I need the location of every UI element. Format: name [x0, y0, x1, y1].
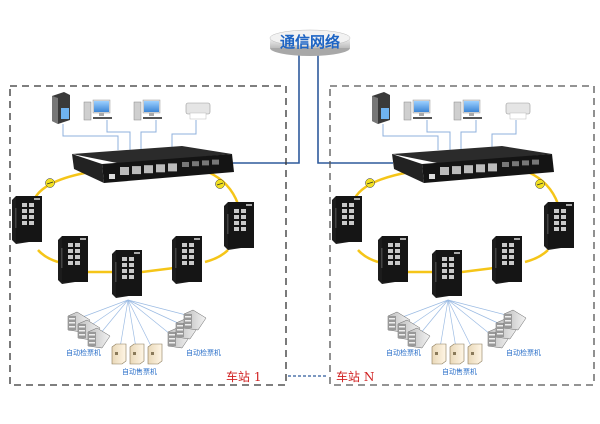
workstation-icon[interactable]	[453, 99, 482, 121]
lan-cables	[382, 120, 517, 150]
cloud-label: 通信网络	[280, 33, 340, 51]
station-n-label: 车站 N	[336, 369, 374, 384]
ticket-vending-machine-icon[interactable]	[467, 343, 483, 365]
server-icon[interactable]	[372, 92, 390, 124]
fiber-link-marker-icon	[535, 179, 545, 189]
ticket-vending-machine-icon[interactable]	[431, 343, 447, 365]
industrial-switch-icon[interactable]	[224, 202, 254, 250]
fiber-link-marker-icon	[215, 179, 225, 189]
ticket-gates-right-label: 自动检票机	[186, 348, 221, 357]
station-1-boundary	[9, 85, 287, 386]
uplink-station-n	[317, 52, 393, 164]
ticket-gates-right-label: 自动检票机	[506, 348, 541, 357]
lan-cables	[62, 120, 197, 150]
ticket-gates-left-label: 自动检票机	[66, 348, 101, 357]
industrial-switch-icon[interactable]	[544, 202, 574, 250]
ticket-gate-icon[interactable]	[87, 327, 111, 349]
ticket-vending-label: 自动售票机	[442, 367, 477, 376]
industrial-switch-icon[interactable]	[12, 196, 42, 244]
server-icon[interactable]	[52, 92, 70, 124]
industrial-switch-icon[interactable]	[112, 250, 142, 298]
ticket-vending-machine-icon[interactable]	[129, 343, 145, 365]
ticket-gates-left-label: 自动检票机	[386, 348, 421, 357]
uplinks	[233, 52, 393, 164]
terminal-cables	[399, 299, 511, 349]
fiber-link-marker-icon	[45, 178, 55, 188]
ticket-gate-icon[interactable]	[407, 327, 431, 349]
station-n-boundary	[329, 85, 595, 386]
printer-icon[interactable]	[505, 102, 531, 120]
industrial-switch-icon[interactable]	[492, 236, 522, 284]
terminal-cables	[79, 299, 191, 349]
ticket-vending-machine-icon[interactable]	[449, 343, 465, 365]
ticket-gate-icon[interactable]	[503, 309, 527, 331]
fiber-link-marker-icon	[365, 178, 375, 188]
workstation-icon[interactable]	[403, 99, 432, 121]
ticket-gate-icon[interactable]	[183, 309, 207, 331]
workstation-icon[interactable]	[83, 99, 112, 121]
industrial-switch-icon[interactable]	[172, 236, 202, 284]
industrial-switch-icon[interactable]	[58, 236, 88, 284]
workstation-icon[interactable]	[133, 99, 162, 121]
uplink-station-1	[233, 52, 300, 164]
industrial-switch-icon[interactable]	[378, 236, 408, 284]
rack-switch-icon[interactable]	[392, 146, 554, 183]
communication-network-cloud[interactable]: 通信网络	[269, 29, 351, 56]
industrial-switch-icon[interactable]	[432, 250, 462, 298]
station-1-label: 车站 1	[226, 369, 261, 384]
industrial-switch-icon[interactable]	[332, 196, 362, 244]
ticket-vending-machine-icon[interactable]	[147, 343, 163, 365]
rack-switch-icon[interactable]	[72, 146, 234, 183]
ticket-vending-label: 自动售票机	[122, 367, 157, 376]
printer-icon[interactable]	[185, 102, 211, 120]
ticket-vending-machine-icon[interactable]	[111, 343, 127, 365]
